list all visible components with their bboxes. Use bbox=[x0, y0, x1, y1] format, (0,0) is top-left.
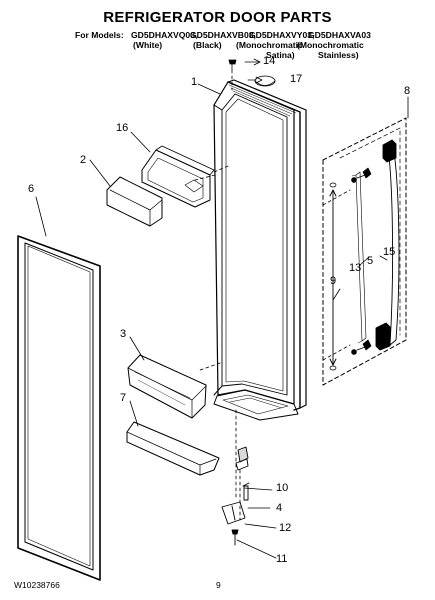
callout-16: 16 bbox=[116, 122, 129, 134]
model-number: GD5DHAXVY03, bbox=[249, 30, 315, 40]
document-number: W10238766 bbox=[14, 580, 60, 590]
model-description-2: Stainless) bbox=[318, 50, 359, 60]
callout-2: 2 bbox=[80, 154, 87, 166]
dairy-door bbox=[106, 176, 163, 227]
callout-3: 3 bbox=[120, 328, 127, 340]
callout-12: 12 bbox=[279, 522, 292, 534]
callout-13: 13 bbox=[349, 262, 362, 274]
arrow-head bbox=[255, 76, 263, 84]
callout-6: 6 bbox=[28, 183, 35, 195]
models-prefix: For Models: bbox=[75, 30, 124, 40]
guide-lines bbox=[194, 69, 351, 521]
door-bin bbox=[127, 354, 207, 419]
callout-15: 15 bbox=[383, 246, 396, 258]
callout-leaders bbox=[35, 61, 409, 559]
callout-7: 7 bbox=[120, 392, 127, 404]
top-hinge-screw bbox=[228, 59, 237, 71]
door-gasket bbox=[17, 235, 101, 581]
arrow-head bbox=[253, 58, 261, 66]
model-number: GD5DHAXVA03 bbox=[308, 30, 371, 40]
model-description-2: Satina) bbox=[266, 50, 295, 60]
door-assembly bbox=[213, 79, 307, 421]
door-outer-panel bbox=[322, 117, 407, 386]
model-description: (White) bbox=[133, 40, 163, 50]
hinge-cap bbox=[254, 75, 276, 87]
callout-4: 4 bbox=[276, 502, 283, 514]
callout-5: 5 bbox=[367, 255, 374, 267]
dimension-arrow-9 bbox=[329, 189, 337, 366]
model-description: (Monochromatic bbox=[236, 40, 303, 50]
lower-bin bbox=[126, 421, 220, 476]
model-description: (Monochromatic bbox=[297, 40, 364, 50]
callout-10: 10 bbox=[276, 482, 289, 494]
callout-11: 11 bbox=[276, 553, 288, 565]
upper-dairy-frame bbox=[141, 145, 215, 208]
trim-strips bbox=[351, 142, 400, 346]
handle-caps bbox=[375, 139, 397, 351]
callout-14: 14 bbox=[263, 55, 276, 67]
model-description: (Black) bbox=[193, 40, 222, 50]
lower-hinge-hardware bbox=[221, 446, 250, 546]
page-number: 9 bbox=[216, 580, 221, 590]
handle-screws bbox=[351, 167, 372, 355]
callout-9: 9 bbox=[330, 275, 337, 287]
page-title: REFRIGERATOR DOOR PARTS bbox=[103, 9, 332, 26]
callout-8: 8 bbox=[404, 85, 411, 97]
callout-17: 17 bbox=[290, 73, 303, 85]
model-number: GD5DHAXVQ03, bbox=[131, 30, 198, 40]
mount-holes bbox=[329, 182, 337, 371]
model-number: GD5DHAXVB03, bbox=[190, 30, 256, 40]
callout-1: 1 bbox=[191, 76, 198, 88]
